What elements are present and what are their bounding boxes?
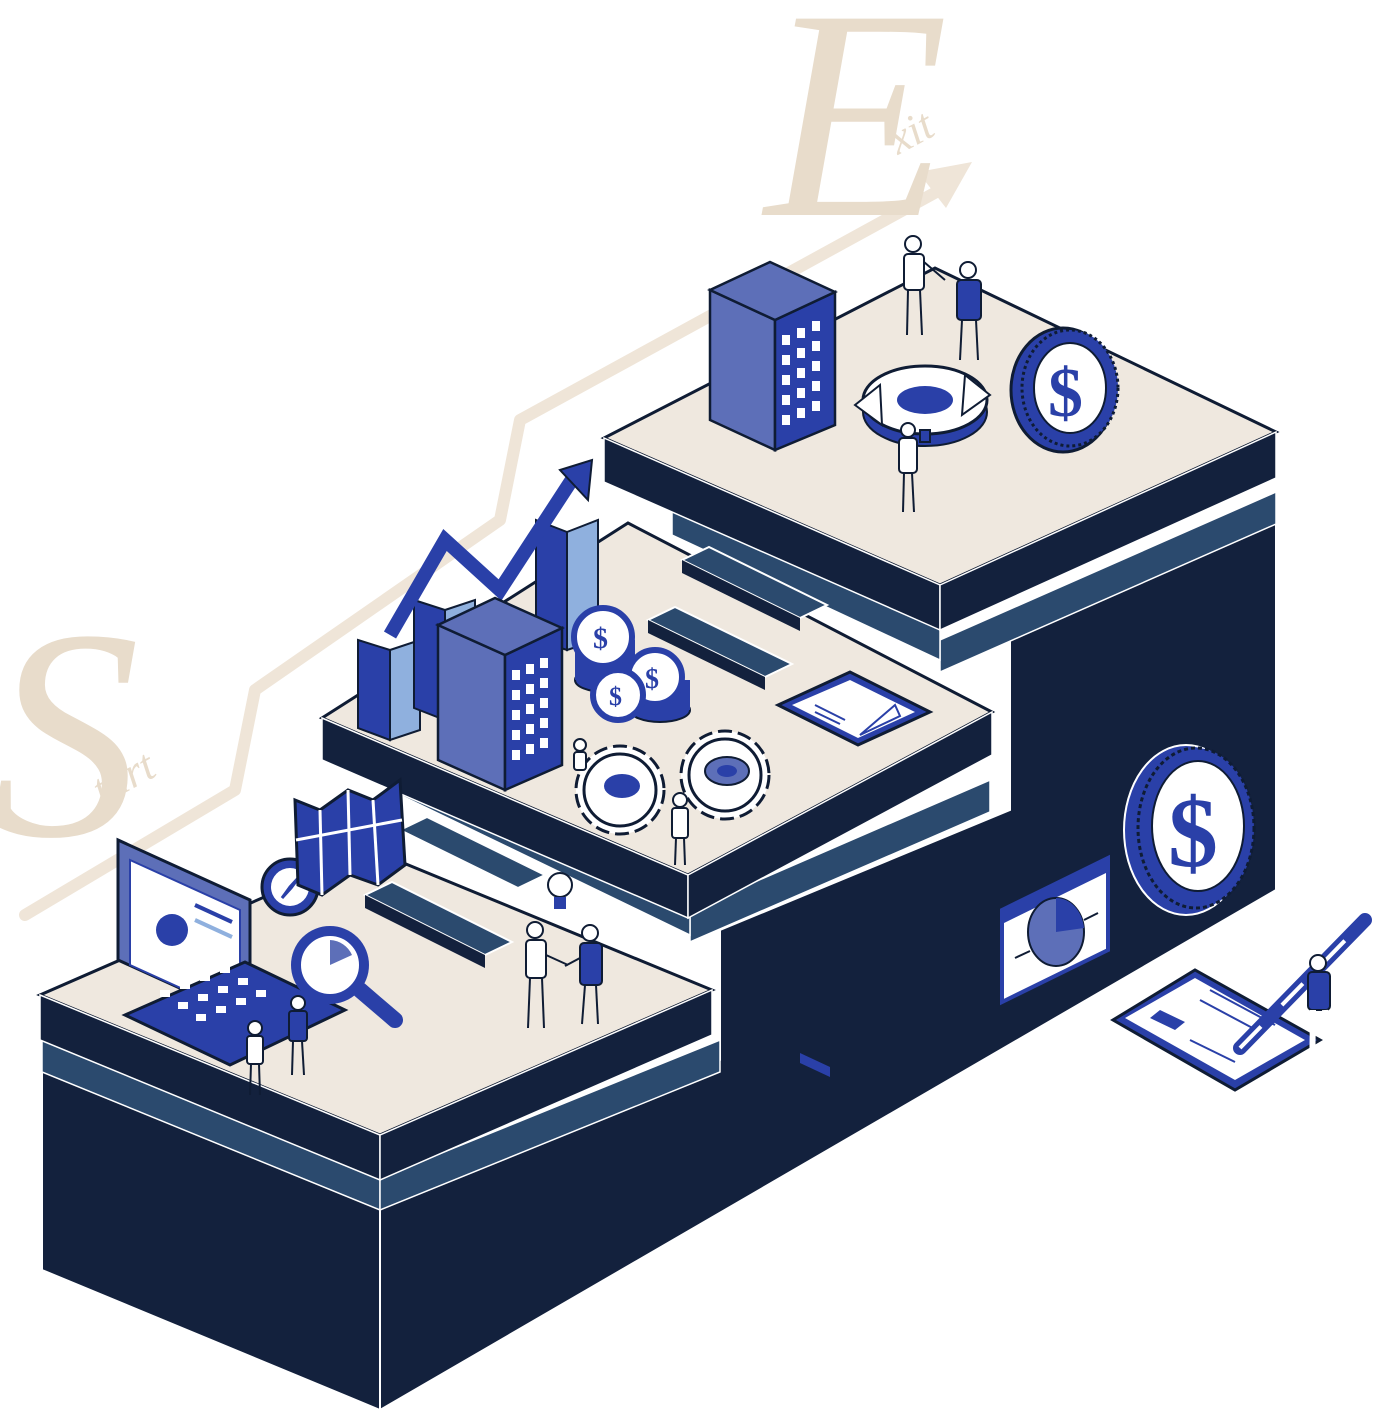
person-handshake-left <box>525 921 569 1029</box>
coin-body-symbol: $ <box>1168 777 1218 888</box>
pie-chart-panel-icon <box>1000 854 1110 1006</box>
person-analyst <box>246 1020 264 1096</box>
person-sitting-on-gear <box>573 738 587 771</box>
coin-stack-icon: $ $ $ <box>571 605 691 723</box>
contract-signing-icon <box>1110 913 1372 1092</box>
coin-stack-top-symbol: $ <box>593 622 608 655</box>
magnifier-icon <box>291 926 403 1028</box>
coin-stack-right-symbol: $ <box>645 664 659 695</box>
exit-initial-letter: E <box>760 0 948 280</box>
person-reading <box>898 422 931 513</box>
clipboard-report-icon <box>774 670 934 1078</box>
coin-step-3-symbol: $ <box>1048 355 1083 432</box>
person-presenter <box>903 235 946 336</box>
circular-arrows-icon <box>853 364 992 447</box>
person-handshake-right <box>564 924 603 1025</box>
person-gear-worker <box>671 792 689 866</box>
person-signer <box>1307 954 1331 1081</box>
gears-icon <box>574 729 771 836</box>
laptop-icon <box>116 837 349 1067</box>
dollar-coin-icon-body: $ <box>1123 744 1256 916</box>
person-listener <box>956 261 982 361</box>
start-exit-path <box>19 162 972 921</box>
lightbulb-icon <box>547 872 573 909</box>
dollar-coin-icon-step-3: $ <box>1009 326 1120 454</box>
office-building-icon-step-2 <box>435 596 565 792</box>
person-observer <box>288 995 308 1076</box>
slab-steps <box>362 545 830 968</box>
coin-stack-front-symbol: $ <box>609 682 622 711</box>
step-1-platform <box>36 848 716 1182</box>
folded-map-icon <box>293 777 407 897</box>
office-building-icon-step-3 <box>707 260 838 452</box>
